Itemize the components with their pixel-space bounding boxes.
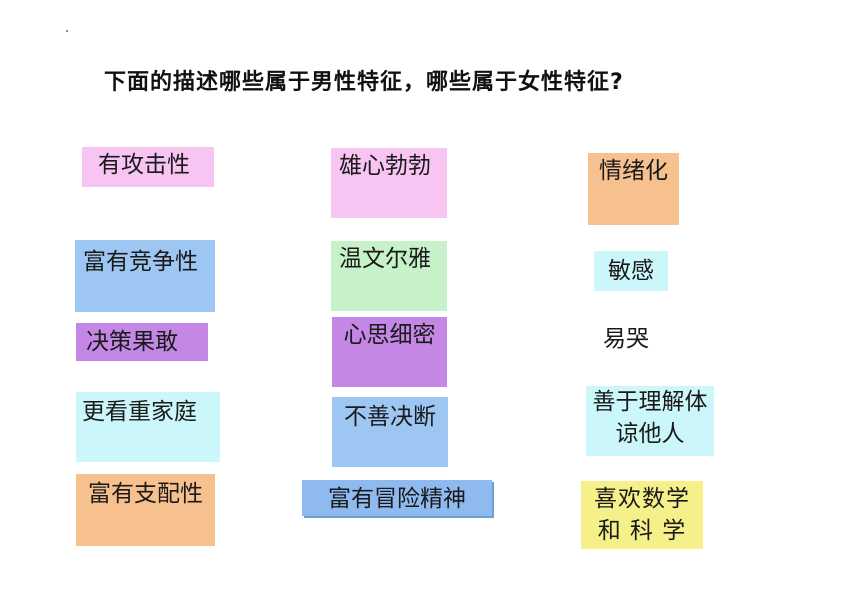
card-adventurous[interactable]: 富有冒险精神	[302, 480, 492, 516]
card-family[interactable]: 更看重家庭	[76, 392, 220, 462]
card-competitive[interactable]: 富有竞争性	[75, 240, 215, 312]
card-decisive[interactable]: 决策果敢	[76, 323, 208, 361]
card-dominant[interactable]: 富有支配性	[76, 474, 215, 546]
card-cry[interactable]: 易哭	[603, 326, 649, 352]
card-ambitious[interactable]: 雄心勃勃	[331, 148, 447, 218]
card-science[interactable]: 喜欢数学和 科 学	[581, 481, 703, 549]
card-careful[interactable]: 心思细密	[332, 317, 447, 387]
card-aggressive[interactable]: 有攻击性	[82, 147, 214, 187]
card-gentle[interactable]: 温文尔雅	[331, 241, 447, 311]
card-emotional[interactable]: 情绪化	[588, 153, 679, 225]
card-indecisive[interactable]: 不善决断	[332, 397, 448, 467]
card-understanding[interactable]: 善于理解体谅他人	[586, 386, 714, 456]
page-title: 下面的描述哪些属于男性特征，哪些属于女性特征?	[104, 70, 624, 95]
card-sensitive[interactable]: 敏感	[594, 251, 668, 291]
decorative-dot	[66, 30, 68, 32]
